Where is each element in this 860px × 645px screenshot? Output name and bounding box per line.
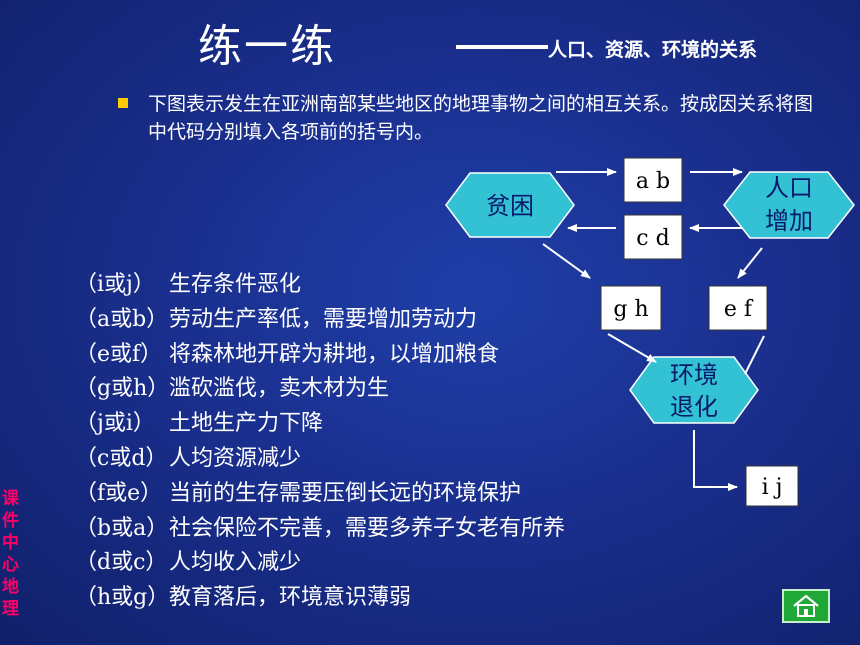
population-label-line2: 增加	[765, 207, 813, 235]
answer-text: 生存条件恶化	[169, 272, 302, 297]
arrow-gh-to-environment	[607, 333, 657, 363]
population-hexagon	[723, 171, 855, 239]
answer-text: 滥砍滥伐，卖木材为生	[169, 376, 390, 402]
home-button[interactable]	[782, 589, 830, 623]
answer-item: （a或b）劳动生产率低，需要增加劳动力	[75, 303, 565, 338]
answer-code: （e或f）	[75, 341, 163, 367]
box-ef-label: e f	[724, 297, 754, 322]
bullet-marker	[118, 98, 128, 108]
environment-label-line2: 退化	[670, 393, 718, 421]
slide-subtitle: 人口、资源、环境的关系	[548, 39, 758, 61]
arrow-poverty-to-gh	[542, 243, 591, 279]
poverty-label: 贫困	[486, 192, 534, 220]
population-label-line1: 人口	[765, 174, 813, 202]
answer-text: 人均资源减少	[169, 445, 302, 471]
answer-code: （c或d）	[75, 445, 168, 471]
side-watermark-label: 课件中心地理	[2, 489, 19, 619]
instruction-text: 下图表示发生在亚洲南部某些地区的地理事物之间的相互关系。按成因关系将图中代码分别…	[148, 93, 814, 143]
poverty-hexagon	[445, 172, 575, 238]
answer-item: （g或h）滥砍滥伐，卖木材为生	[75, 372, 565, 407]
box-cd-label: c d	[636, 226, 669, 251]
answer-text: 教育落后，环境意识薄弱	[169, 585, 412, 611]
answer-item: （j或i） 土地生产力下降	[75, 407, 565, 442]
answer-code: （i或j）	[75, 272, 155, 297]
box-ab-label: a b	[636, 169, 670, 194]
arrow-ef-to-environment	[744, 335, 765, 375]
answer-text: 将森林地开辟为耕地，以增加粮食	[169, 341, 500, 367]
environment-label-line1: 环境	[670, 361, 718, 389]
answer-code: （g或h）	[75, 376, 170, 402]
answer-item: （e或f）将森林地开辟为耕地，以增加粮食	[75, 338, 565, 373]
arrow-environment-to-ij	[693, 430, 738, 491]
home-icon	[793, 594, 819, 617]
answer-text: 人均收入减少	[169, 550, 302, 576]
answer-code: （h或g）	[75, 585, 170, 611]
box-ij-label: i j	[762, 475, 783, 500]
answer-text: 土地生产力下降	[169, 411, 324, 437]
answer-item: （d或c）人均收入减少	[75, 546, 565, 581]
answer-item: （c或d）人均资源减少	[75, 442, 565, 477]
title-rule	[456, 45, 548, 49]
answer-text: 当前的生存需要压倒长远的环境保护	[169, 480, 522, 506]
arrow-population-to-ef	[737, 247, 763, 279]
box-cd	[623, 214, 683, 260]
answer-text: 社会保险不完善，需要多养子女老有所养	[169, 515, 566, 541]
answer-code: （a或b）	[75, 306, 169, 332]
box-ab	[623, 157, 683, 203]
answer-item: （f或e）当前的生存需要压倒长远的环境保护	[75, 477, 565, 512]
answer-code: （j或i）	[75, 411, 155, 437]
answer-text: 劳动生产率低，需要增加劳动力	[169, 306, 478, 332]
box-gh-label: g h	[613, 297, 648, 322]
answer-item: （i或j） 生存条件恶化	[75, 268, 565, 303]
answer-code: （f或e）	[75, 480, 163, 506]
answer-item: （h或g）教育落后，环境意识薄弱	[75, 581, 565, 616]
box-gh	[600, 285, 662, 331]
box-ef	[708, 285, 768, 331]
answer-code: （b或a）	[75, 515, 169, 541]
answer-code: （d或c）	[75, 550, 168, 576]
box-ij	[745, 465, 799, 507]
answer-item: （b或a）社会保险不完善，需要多养子女老有所养	[75, 512, 565, 547]
answer-list: （i或j） 生存条件恶化 （a或b）劳动生产率低，需要增加劳动力 （e或f）将森林…	[75, 268, 565, 616]
slide-title: 练一练	[198, 21, 336, 72]
